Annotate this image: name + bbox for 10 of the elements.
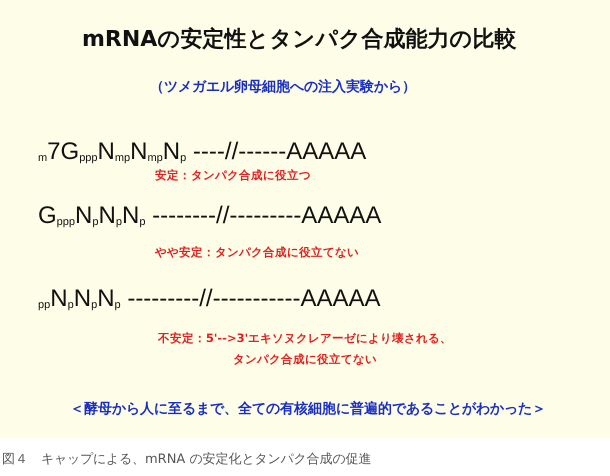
- caption: 図４ キャップによる、mRNA の安定化とタンパク合成の促進: [2, 451, 372, 468]
- sequence-text: $_{pp}$N$_{p}$N$_{p}$N$_{p}$ ---------//-----------AAAAA: [38, 285, 381, 313]
- sequence-text: G$_{ppp}$N$_{p}$N$_{p}$N$_{p}$ --------//---------AAAAA: [38, 202, 382, 230]
- conclusion-text: ＜酵母から人に至るまで、全ての有核細胞に普遍的であることがわかった＞: [70, 400, 546, 418]
- title: mRNAの安定性とタンパク合成能力の比較: [82, 26, 516, 54]
- subtitle: （ツメガエル卵母細胞への注入実験から）: [150, 78, 416, 96]
- sequence-text: $_{m}$7G$_{ppp}$N$_{mp}$N$_{mp}$N$_{p}$ ----//------AAAAA: [38, 138, 366, 166]
- note-text: やや安定：タンパク合成に役立てない: [155, 245, 359, 260]
- note-text: 安定：タンパク合成に役立つ: [155, 168, 311, 183]
- note-text: 不安定：5'-->3'エキソヌクレアーゼにより壊される、タンパク合成に役立てない: [156, 330, 454, 368]
